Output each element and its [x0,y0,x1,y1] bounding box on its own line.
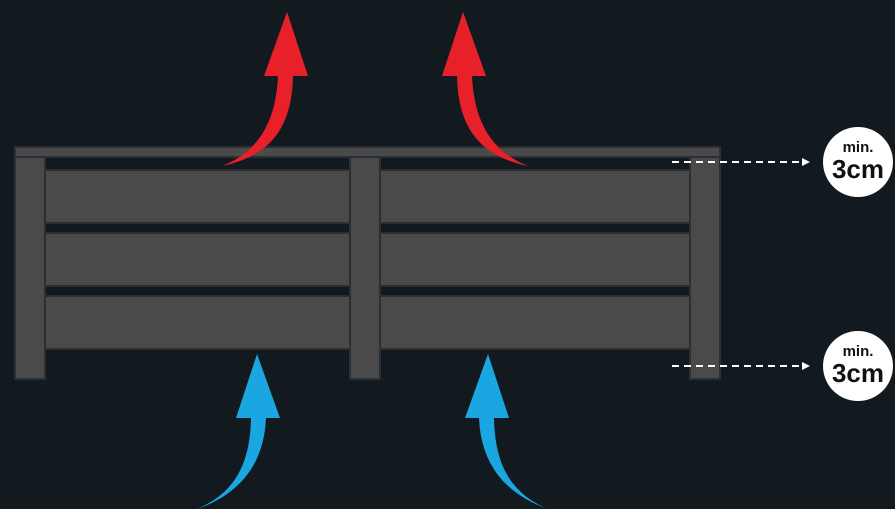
radiator-left-post [14,156,46,380]
clearance-badge-value: 3cm [832,154,884,184]
radiator-panel [44,295,351,350]
radiator-panel [379,295,691,350]
clearance-badge-prefix: min. [843,343,874,360]
radiator-panel [44,169,351,224]
red-curved-arrow-icon [222,12,308,166]
clearance-badge [823,127,893,197]
blue-curved-arrow-icon [197,354,280,509]
clearance-indicator-bottom: min. 3cm [672,331,893,401]
radiator-top-rail [14,146,721,158]
cool-air-arrows [197,354,548,509]
radiator-middle-post [349,156,381,380]
radiator-panel [379,169,691,224]
radiator-right-post [689,156,721,380]
clearance-badge-prefix: min. [843,139,874,156]
clearance-indicator-top: min. 3cm [672,127,893,197]
radiator-panel [44,232,351,287]
clearance-badge-value: 3cm [832,358,884,388]
radiator [14,146,721,380]
blue-curved-arrow-icon [465,354,548,509]
radiator-panel [379,232,691,287]
clearance-badge [823,331,893,401]
warm-air-arrows [222,12,528,166]
red-curved-arrow-icon [442,12,528,166]
